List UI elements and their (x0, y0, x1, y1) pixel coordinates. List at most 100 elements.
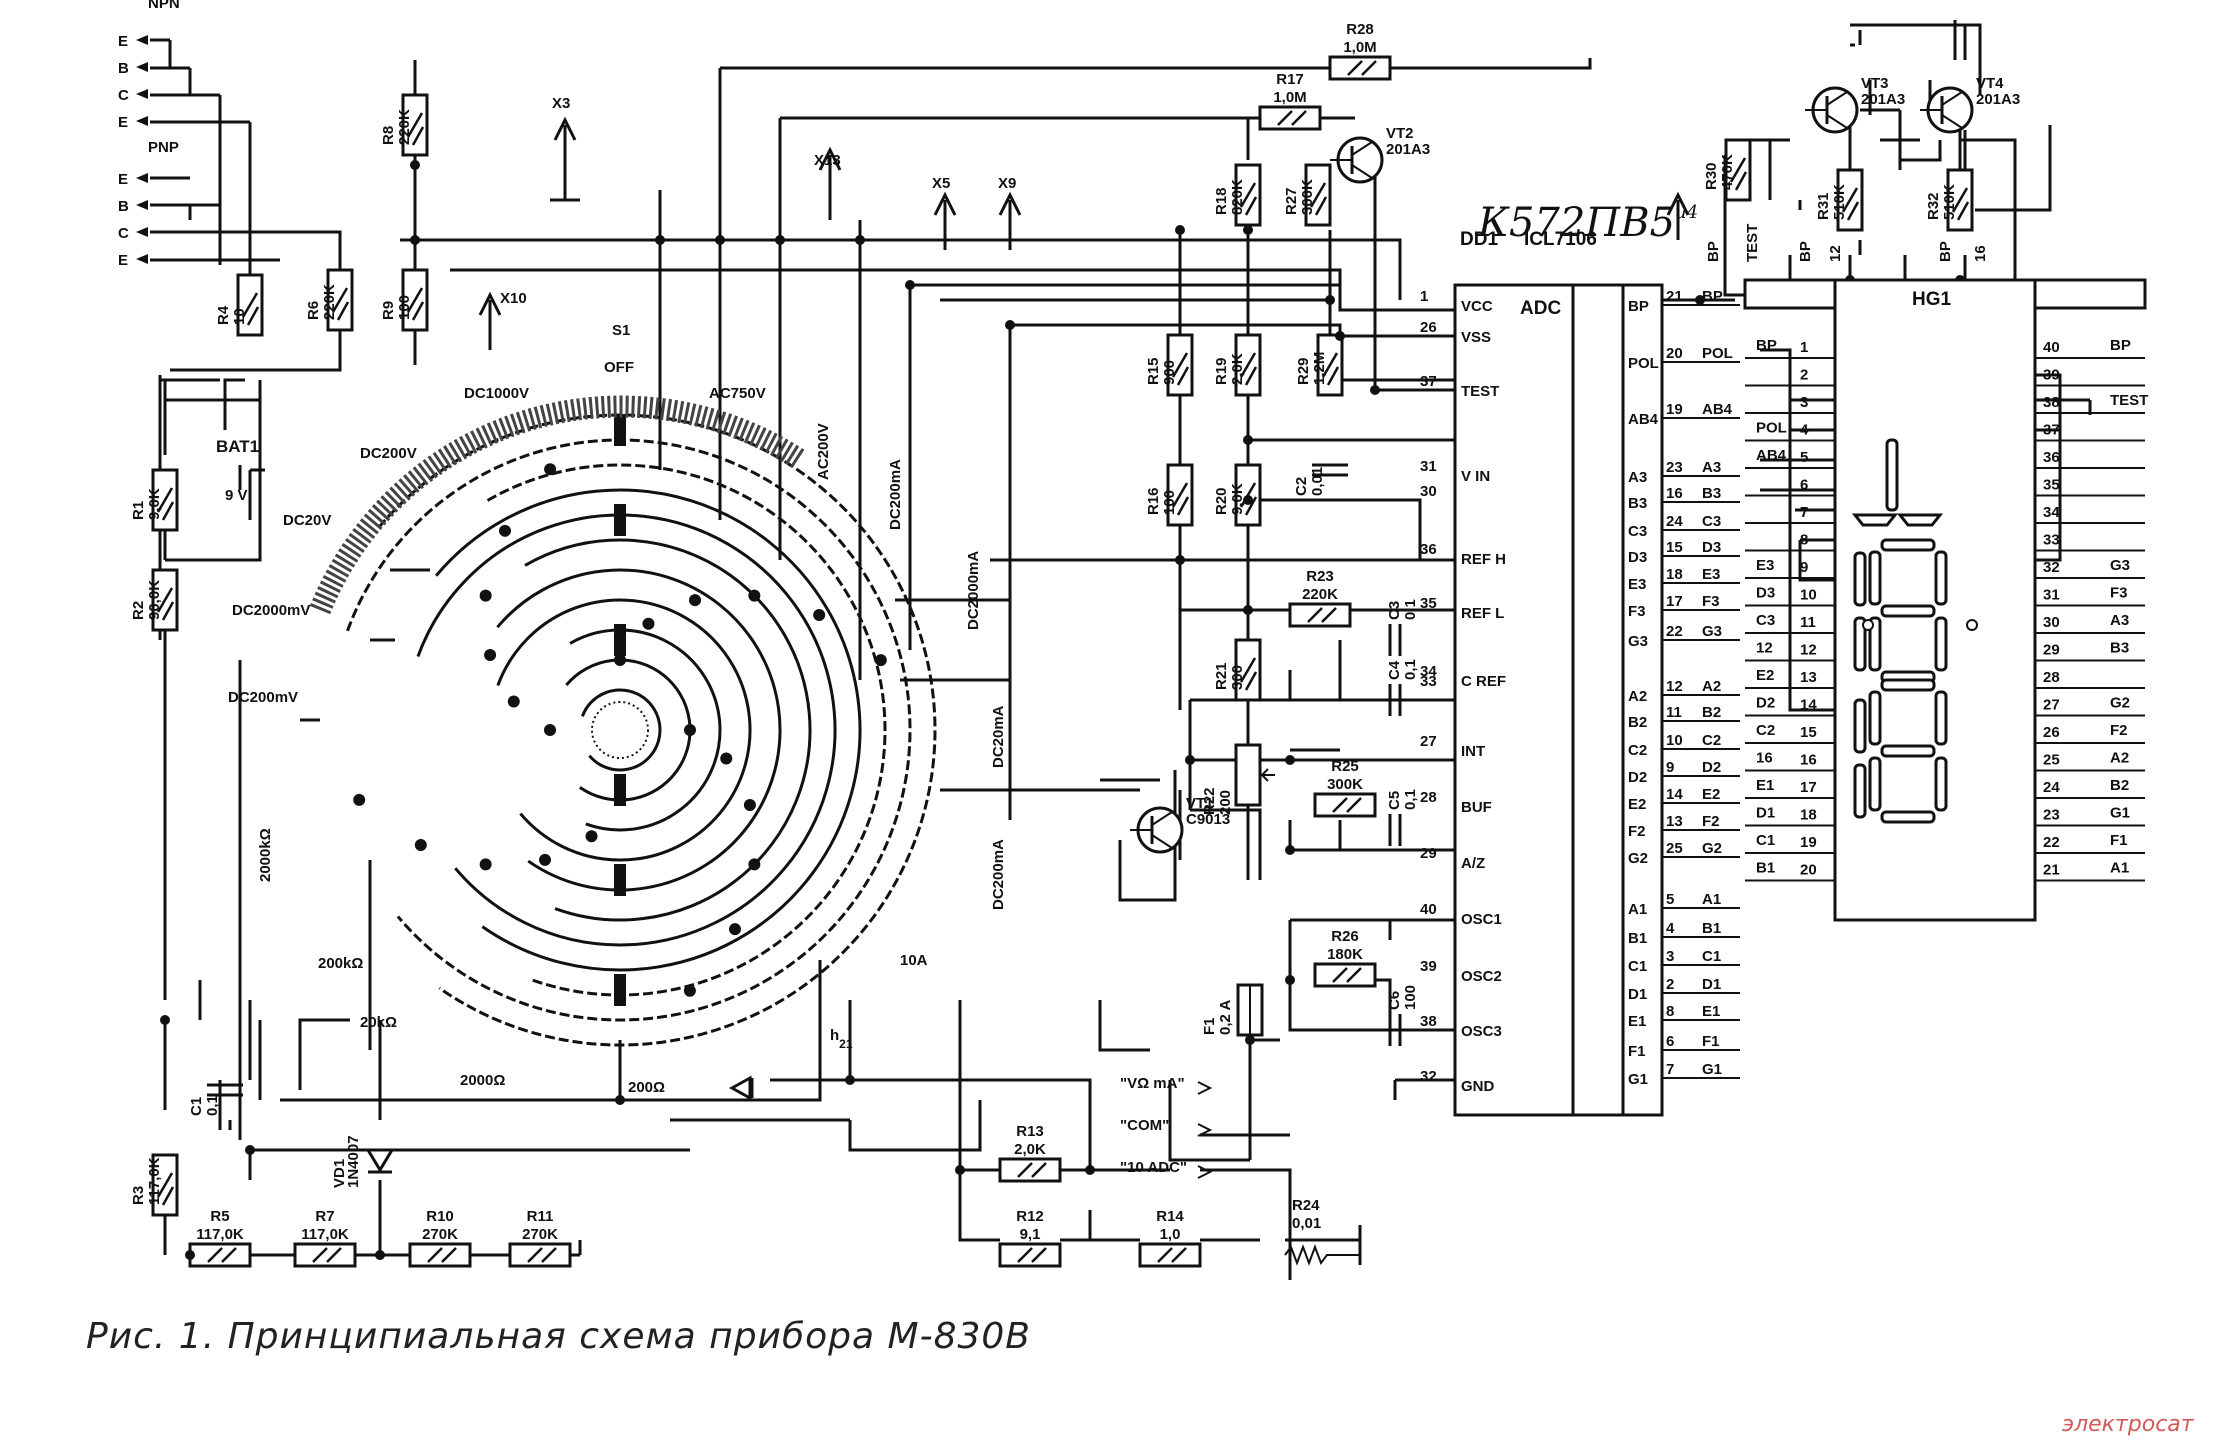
adc-pin-name: OSC1 (1461, 911, 1502, 928)
lcd-top-label: BP (1937, 241, 1954, 262)
switch-position-label: DC2000mA (965, 551, 982, 630)
junction-dot (955, 1165, 965, 1175)
transistor-ref: VT3 (1861, 75, 1889, 92)
transistor-ref: VT2 (1386, 125, 1414, 142)
resistor-hatch (1244, 366, 1258, 386)
jack-label: "COM" (1120, 1117, 1169, 1134)
resistor-value: 9,1 (1020, 1226, 1041, 1243)
resistor-body (1258, 105, 1322, 131)
resistor-hatch (1176, 366, 1190, 386)
junction-dot (1370, 385, 1380, 395)
pin-arrow (136, 35, 148, 45)
resistor-hatch (1314, 196, 1328, 216)
lcd-pin-number: 14 (1800, 697, 1817, 714)
switch-position-label: 200Ω (628, 1079, 665, 1096)
lcd-pin-number: 27 (2043, 697, 2060, 714)
junction-dot (855, 235, 865, 245)
adc-pin-number: 39 (1420, 958, 1437, 975)
pin-arrow (136, 62, 148, 72)
adc-pin-number: 38 (1420, 1013, 1437, 1030)
junction-dot (1175, 225, 1185, 235)
resistor-ref: R12 (1016, 1208, 1044, 1225)
lcd-pin-net: A3 (2110, 612, 2129, 629)
lcd-pin-number: 7 (1800, 504, 1808, 521)
resistor-hatch (411, 301, 425, 321)
lcd-pin-number: 22 (2043, 834, 2060, 851)
resistor-ref: R5 (210, 1208, 229, 1225)
resistor-hatch (161, 1186, 175, 1206)
lcd-top-label: BP (1797, 241, 1814, 262)
adc-body-left (1453, 283, 1575, 1117)
pin-arrow (136, 227, 148, 237)
resistor-hatch (1346, 967, 1362, 983)
switch-contact (499, 524, 511, 537)
lcd-pin-number: 25 (2043, 752, 2060, 769)
pin-arrow (136, 254, 148, 264)
npn-label: NPN (148, 0, 180, 12)
handwritten-note: К572ПВ5и4 (1477, 200, 1698, 246)
adc-pin-number: 40 (1420, 901, 1437, 918)
switch-position-label: 200kΩ (318, 955, 363, 972)
adc-pin-name: A3 (1628, 469, 1647, 486)
adc-pin-number: 6 (1666, 1033, 1674, 1050)
switch-track (416, 513, 837, 947)
adc-pin-name: F1 (1628, 1043, 1646, 1060)
junction-dot (1285, 975, 1295, 985)
npn-pin-label: B (118, 60, 129, 77)
adc-pin-number: 1 (1420, 288, 1428, 305)
resistor-value: 180K (1327, 946, 1363, 963)
pin-arrow (136, 200, 148, 210)
resistor-hatch (1031, 1162, 1047, 1178)
watermark: электросат (2062, 1412, 2194, 1437)
lcd-segment (1853, 698, 1867, 754)
switch-position-label: DC200mA (990, 839, 1007, 910)
junction-dot (775, 235, 785, 245)
lcd-pin-number: 30 (2043, 614, 2060, 631)
pnp-pin-label: C (118, 225, 129, 242)
adc-pin-number: 24 (1666, 513, 1683, 530)
adc-pin-net: BP (1702, 288, 1723, 305)
jack-arrow (1197, 1123, 1213, 1137)
resistor-ref: R1 (130, 501, 147, 520)
adc-pin-net: F1 (1702, 1033, 1720, 1050)
switch-wiper (614, 624, 626, 656)
adc-pin-number: 25 (1666, 840, 1683, 857)
resistor-body (1313, 962, 1377, 988)
adc-pin-number: 31 (1420, 458, 1437, 475)
resistor-value: 100 (1161, 490, 1178, 515)
test-point-label: X3 (552, 95, 570, 112)
switch-position-label: 20kΩ (360, 1014, 397, 1031)
lcd-dp (1966, 619, 1978, 631)
adc-pin-number: 20 (1666, 345, 1683, 362)
adc-pin-number: 12 (1666, 678, 1683, 695)
pnp-pin-label: B (118, 198, 129, 215)
adc-pin-name: C3 (1628, 523, 1647, 540)
resistor-ref: R24 (1292, 1197, 1320, 1214)
switch-contact (479, 858, 492, 871)
switch-track (565, 658, 692, 802)
resistor-value: 300K (1299, 179, 1316, 215)
adc-pin-name: B3 (1628, 495, 1647, 512)
capacitor-ref: C4 (1386, 660, 1403, 680)
resistor-hatch (156, 1172, 174, 1198)
lcd-pin-number: 39 (2043, 367, 2060, 384)
adc-part: ICL7106 (1524, 229, 1597, 250)
switch-position-label: 10A (900, 952, 928, 969)
switch-track (486, 463, 887, 997)
switch-position-label: 2000kΩ (257, 828, 274, 882)
adc-pin-name: D3 (1628, 549, 1647, 566)
lcd-pin-number: 26 (2043, 724, 2060, 741)
resistor-hatch (1309, 182, 1327, 208)
adc-pin-name: G2 (1628, 850, 1648, 867)
